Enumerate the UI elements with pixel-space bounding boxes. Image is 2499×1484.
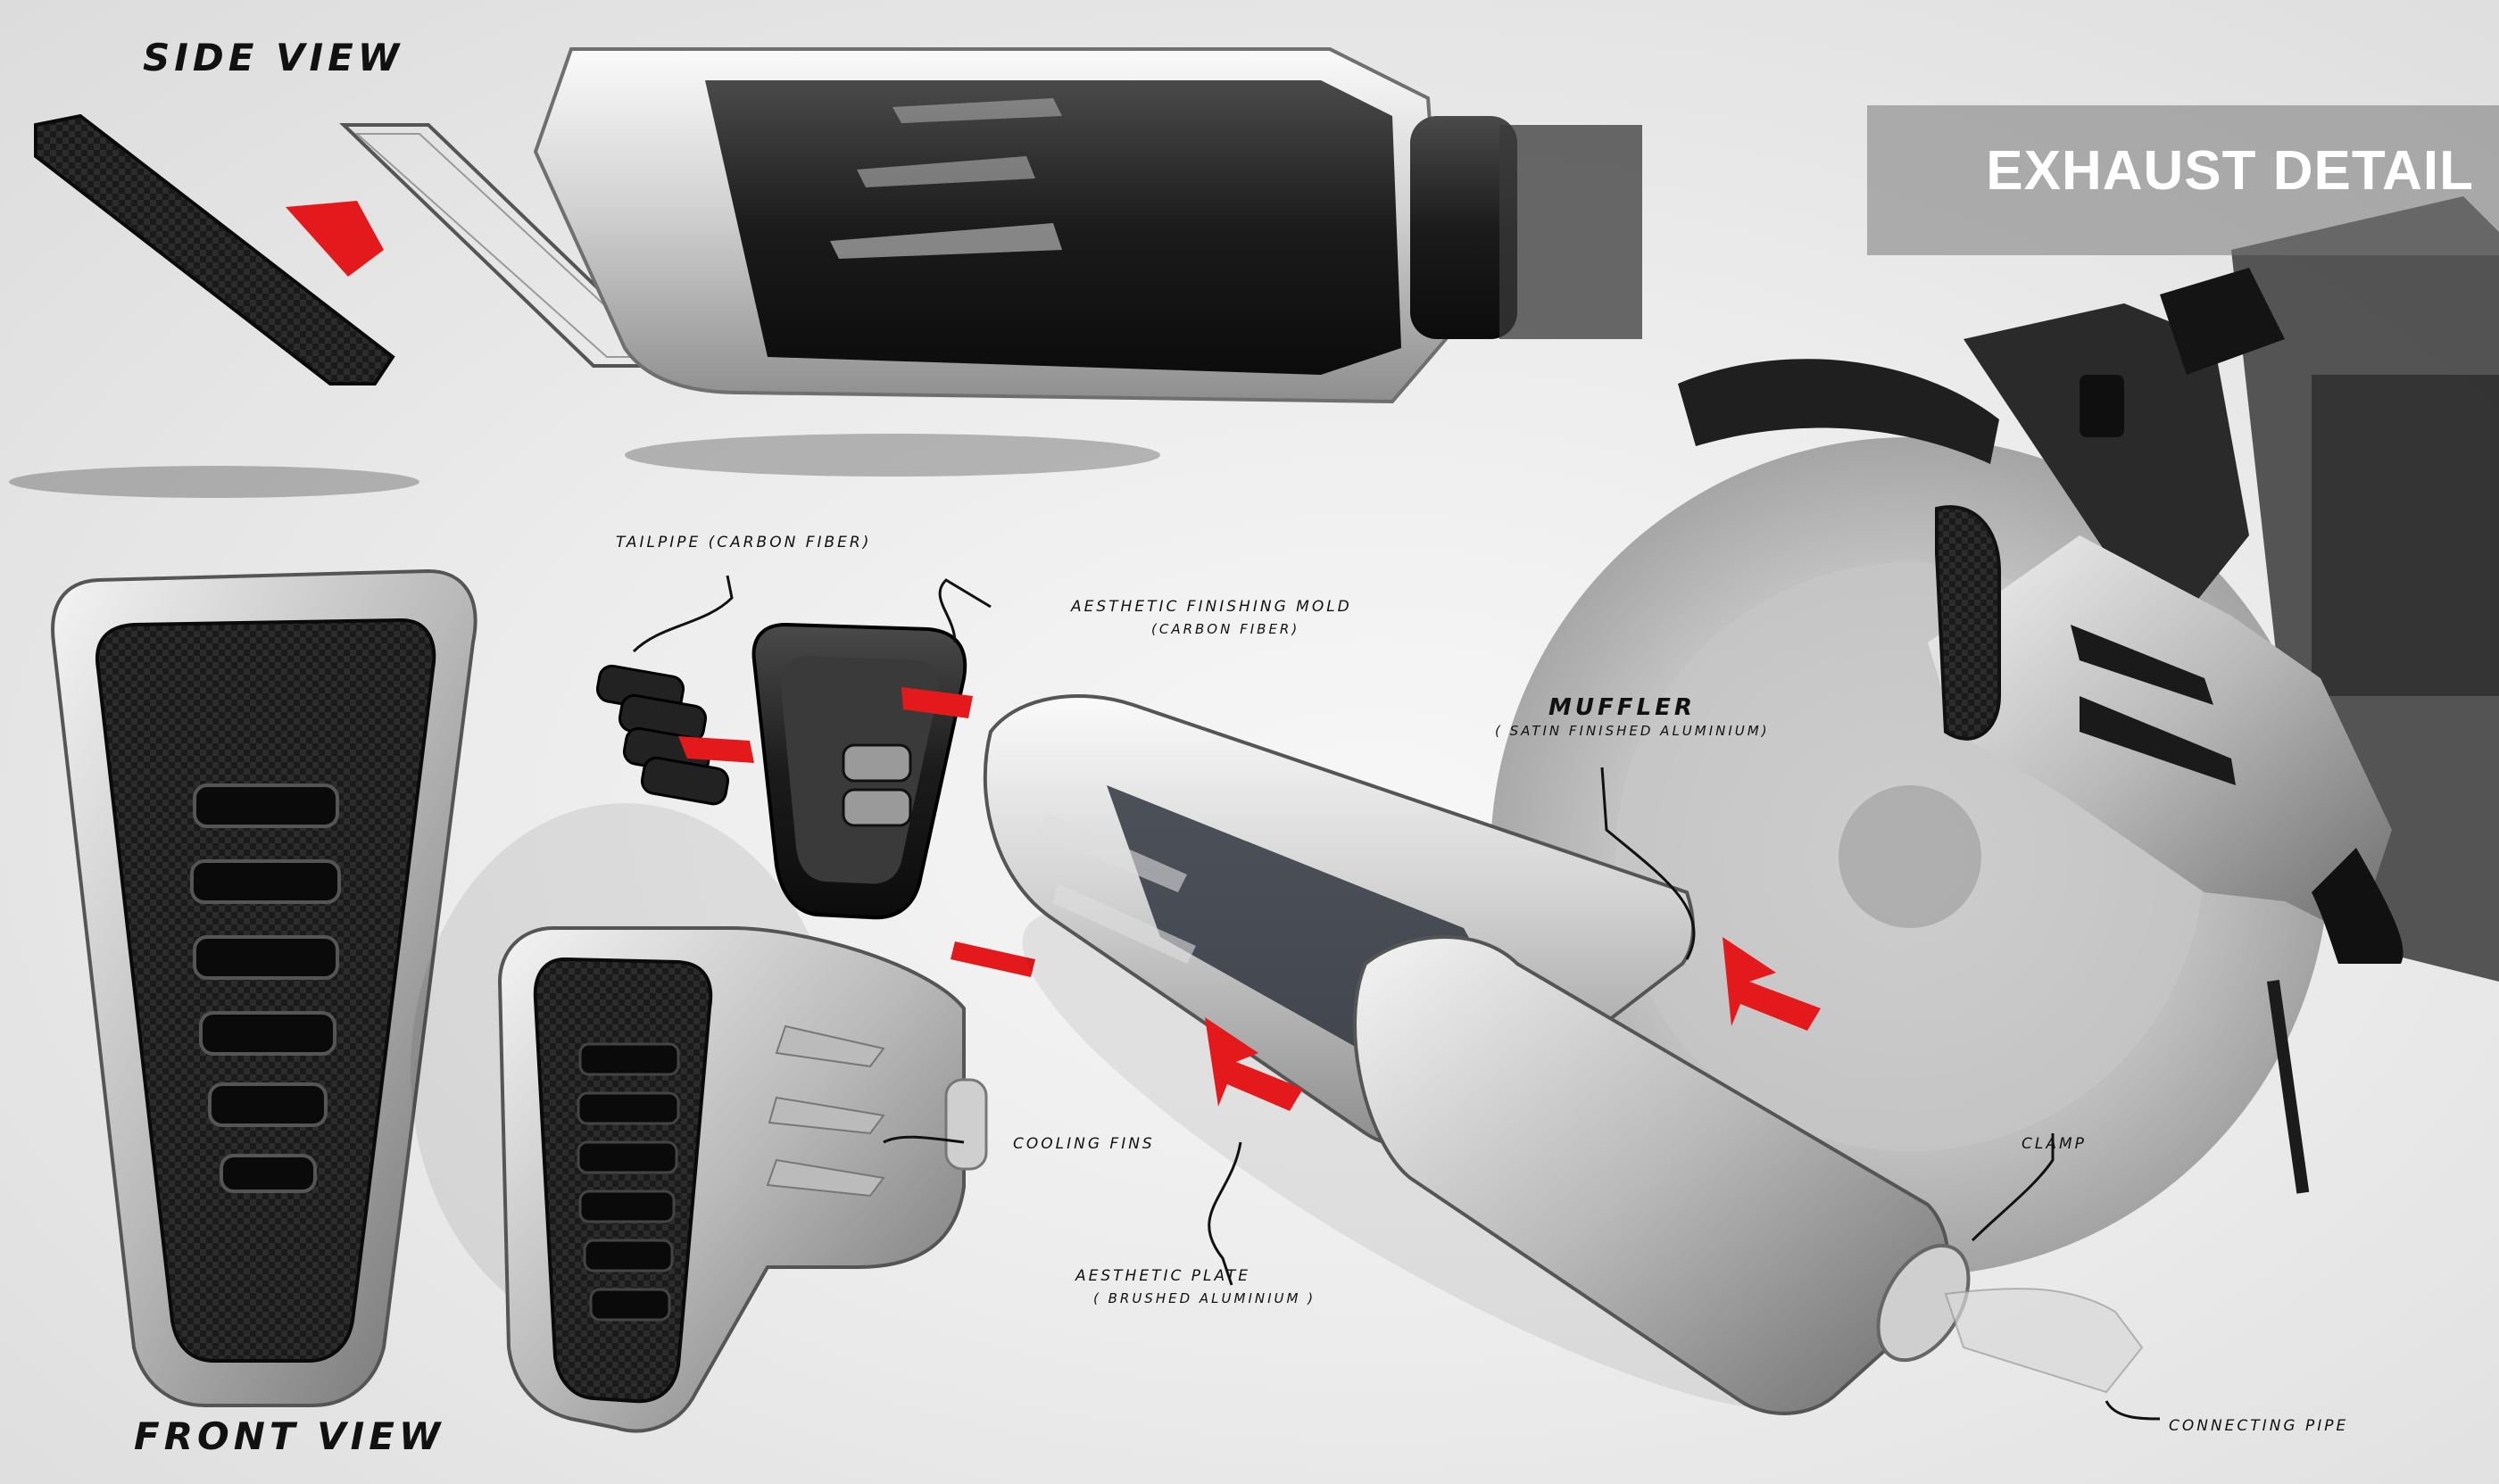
red-arrow-plate bbox=[951, 941, 1035, 977]
red-arrow-muffler bbox=[1723, 937, 1821, 1031]
red-arrow-mold bbox=[901, 687, 973, 718]
callout-finishing-mold-title: AESTHETIC FINISHING MOLD bbox=[1071, 598, 1352, 616]
side-view-parts bbox=[9, 113, 683, 498]
red-arrow-tailpipe bbox=[678, 736, 754, 763]
motorcycle-illustration bbox=[1490, 196, 2499, 1276]
red-arrow-plate-inner bbox=[1205, 1017, 1303, 1111]
front-view-part bbox=[51, 568, 477, 1407]
callout-muffler-title: MUFFLER bbox=[1548, 694, 1696, 721]
exploded-muffler bbox=[983, 694, 2144, 1415]
callout-aesthetic-plate-title: AESTHETIC PLATE bbox=[1075, 1267, 1250, 1285]
front-view-title: FRONT VIEW bbox=[134, 1414, 445, 1458]
callout-finishing-mold-note: (CARBON FIBER) bbox=[1151, 621, 1300, 637]
callout-tailpipe-note: (CARBON FIBER) bbox=[708, 534, 872, 551]
finishing-mold bbox=[751, 622, 967, 920]
exploded-parts bbox=[595, 622, 1035, 977]
title-banner: EXHAUST DETAIL bbox=[1867, 105, 2499, 255]
red-arrow-side bbox=[286, 201, 384, 277]
callout-cooling-fins: COOLING FINS bbox=[1013, 1135, 1155, 1153]
side-view-muffler bbox=[533, 47, 1642, 477]
callout-clamp: CLAMP bbox=[2022, 1135, 2087, 1153]
page-title: EXHAUST DETAIL bbox=[1986, 140, 2474, 202]
tailpipe-tips bbox=[595, 664, 730, 806]
callout-leaders bbox=[632, 575, 2161, 1421]
callout-tailpipe-title: TAILPIPE bbox=[616, 534, 702, 551]
callout-connecting-pipe: CONNECTING PIPE bbox=[2169, 1417, 2349, 1435]
callout-muffler-note: ( SATIN FINISHED ALUMINIUM) bbox=[1495, 723, 1770, 739]
callout-aesthetic-plate-note: ( BRUSHED ALUMINIUM ) bbox=[1093, 1290, 1316, 1306]
callout-tailpipe: TAILPIPE (CARBON FIBER) bbox=[616, 534, 871, 551]
three-quarter-view bbox=[411, 803, 988, 1433]
side-view-title: SIDE VIEW bbox=[143, 36, 404, 79]
